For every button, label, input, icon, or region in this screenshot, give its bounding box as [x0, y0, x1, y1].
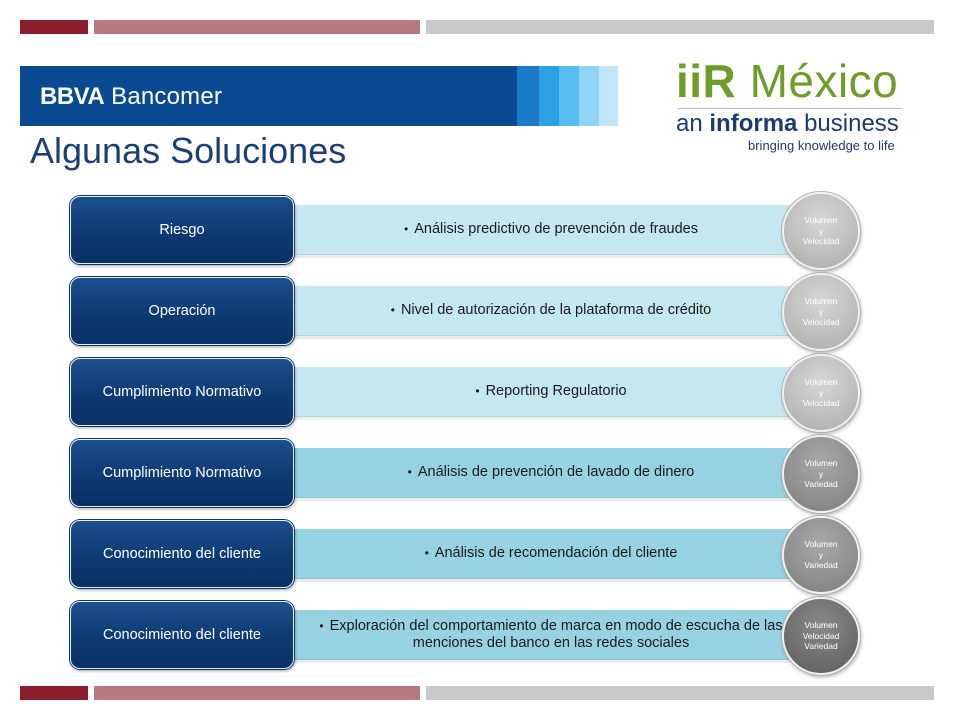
banner-bar-5: [599, 66, 618, 126]
characteristic-tag: Velocidad: [802, 317, 840, 328]
bottom-stripe-dark: [20, 686, 88, 700]
partner-logo-bold: iiR: [676, 55, 737, 107]
bottom-stripe-grey: [426, 686, 934, 700]
solution-row: • Reporting Regulatorio Cumplimiento Norma…: [66, 354, 896, 432]
banner-bar-3: [559, 66, 579, 126]
characteristic-tag: y: [818, 387, 824, 398]
solution-row: • Nivel de autorización de la plataforma …: [66, 273, 896, 351]
characteristic-tag: y: [818, 306, 824, 317]
solution-category: Conocimiento del cliente: [70, 520, 294, 588]
characteristic-tag: Volumen: [804, 539, 838, 550]
category-label: Conocimiento del cliente: [103, 627, 261, 643]
top-stripe-dark: [20, 20, 88, 34]
solution-category: Conocimiento del cliente: [70, 601, 294, 669]
bottom-stripe-mid: [94, 686, 420, 700]
solution-row: • Análisis predictivo de prevención de fr…: [66, 192, 896, 270]
category-label: Cumplimiento Normativo: [102, 384, 262, 400]
category-label: Riesgo: [159, 222, 205, 238]
characteristic-tag: Volumen: [804, 458, 838, 469]
category-label: Conocimiento del cliente: [103, 546, 261, 562]
solution-text: Exploración del comportamiento de marca …: [329, 617, 783, 651]
solution-description: • Análisis predictivo de prevención de fr…: [316, 196, 786, 264]
solution-text: Reporting Regulatorio: [485, 383, 627, 400]
partner-logo-rest: México: [749, 55, 899, 107]
solution-description: • Análisis de recomendación del cliente: [316, 520, 786, 588]
characteristic-tag: Volumen: [804, 620, 838, 631]
characteristic-tag: Volumen: [804, 296, 838, 307]
characteristic-tag: Velocidad: [802, 398, 840, 409]
characteristic-tag: Volumen: [804, 215, 838, 226]
characteristic-tag: y: [818, 225, 824, 236]
solution-row: • Análisis de recomendación del cliente Co…: [66, 516, 896, 594]
page-title: Algunas Soluciones: [30, 130, 347, 171]
partner-logo-divider: [678, 108, 902, 109]
characteristic-tag: Variedad: [804, 560, 838, 571]
characteristic-tag: Variedad: [804, 641, 838, 652]
bullet-icon: •: [319, 618, 324, 633]
solution-description: • Reporting Regulatorio: [316, 358, 786, 426]
partner-logo-tagline: bringing knowledge to life: [748, 138, 895, 153]
solution-text: Análisis predictivo de prevención de fra…: [414, 221, 698, 238]
partner-subtitle-pre: an: [676, 110, 703, 137]
characteristic-tag: Variedad: [804, 479, 838, 490]
bullet-icon: •: [475, 384, 480, 399]
category-label: Operación: [148, 303, 216, 319]
characteristic-tag: y: [818, 468, 824, 479]
bullet-icon: •: [404, 222, 409, 237]
bank-logo-rest: Bancomer: [111, 83, 223, 110]
solution-description: • Exploración del comportamiento de marca…: [316, 601, 786, 669]
bank-logo-bold: BBVA: [40, 83, 105, 110]
partner-logo-subtitle: an informa business: [676, 110, 899, 138]
bullet-icon: •: [424, 546, 429, 561]
solution-description: • Nivel de autorización de la plataforma …: [316, 277, 786, 345]
bank-logo: BBVA Bancomer: [40, 83, 222, 111]
solution-row: • Exploración del comportamiento de marca…: [66, 597, 896, 675]
characteristic-tag: Volumen: [804, 377, 838, 388]
solution-category: Operación: [70, 277, 294, 345]
solution-text: Análisis de prevención de lavado de dine…: [417, 464, 695, 481]
category-label: Cumplimiento Normativo: [102, 465, 262, 481]
partner-logo-main: iiR México: [676, 54, 898, 108]
solution-category: Cumplimiento Normativo: [70, 358, 294, 426]
partner-subtitle-post: business: [804, 110, 899, 137]
characteristic-tag: y: [818, 549, 824, 560]
bullet-icon: •: [390, 303, 395, 318]
bank-banner: BBVA Bancomer: [20, 66, 618, 126]
solution-description: • Análisis de prevención de lavado de din…: [316, 439, 786, 507]
partner-subtitle-bold: informa: [709, 110, 798, 137]
bullet-icon: •: [407, 465, 412, 480]
solution-category: Cumplimiento Normativo: [70, 439, 294, 507]
solution-category: Riesgo: [70, 196, 294, 264]
top-stripe-mid: [94, 20, 420, 34]
solution-text: Nivel de autorización de la plataforma d…: [400, 302, 712, 319]
characteristic-tag: Velocidad: [802, 236, 840, 247]
banner-bar-2: [539, 66, 559, 126]
banner-bar-1: [517, 66, 539, 126]
top-stripe-grey: [426, 20, 934, 34]
characteristic-tag: Velocidad: [802, 630, 840, 641]
solution-text: Análisis de recomendación del cliente: [434, 545, 678, 562]
banner-bar-4: [579, 66, 599, 126]
solution-row: • Análisis de prevención de lavado de din…: [66, 435, 896, 513]
